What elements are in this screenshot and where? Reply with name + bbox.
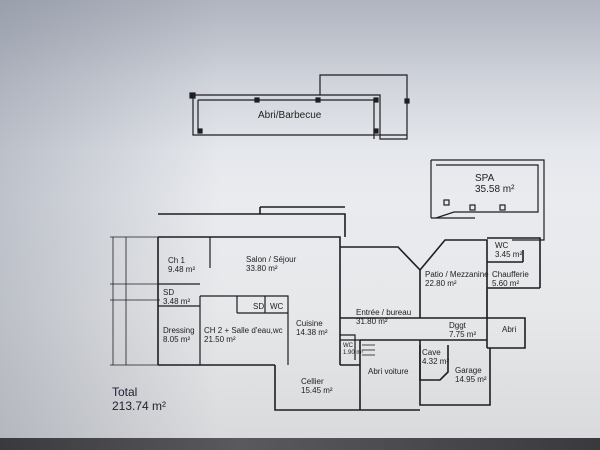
room-area-patio: 22.80 m² [425, 279, 457, 288]
room-label-wc-mid: WC [270, 302, 284, 311]
room-area-entree: 31.80 m² [356, 317, 388, 326]
room-area-wc-top: 3.45 m² [495, 250, 523, 259]
room-label-wc-top: WC [495, 241, 509, 250]
spa-outline [430, 159, 545, 241]
floor-plan-drawing [110, 74, 545, 411]
abri-barbecue-outline [189, 74, 410, 140]
room-area-spa: 35.58 m² [475, 184, 515, 195]
room-label-sd1: SD [163, 288, 175, 297]
room-label-cave: Cave [422, 348, 441, 357]
room-label-patio: Patio / Mezzanine [425, 270, 489, 279]
room-label-spa: SPA [475, 173, 495, 184]
room-label-abri: Abri [502, 325, 517, 334]
room-area-ch1: 9.48 m² [168, 265, 196, 274]
room-area-garage: 14.95 m² [455, 375, 487, 384]
total-value: 213.74 m² [112, 399, 167, 413]
room-label-ch1: Ch 1 [168, 256, 185, 265]
room-label-cellier: Cellier [301, 377, 324, 386]
shadow-overlay-top [0, 0, 600, 150]
room-area-wc-small: 1.90 m² [343, 350, 364, 356]
room-area-cave: 4.32 m² [422, 357, 450, 366]
total-area-block: Total 213.74 m² [112, 385, 166, 413]
room-label-salon: Salon / Séjour [246, 255, 297, 264]
room-label-entree: Entrée / bureau [356, 308, 412, 317]
main-building-walls [157, 206, 541, 411]
dimension-lines [110, 236, 160, 366]
room-label-dressing: Dressing [163, 326, 195, 335]
room-area-cellier: 15.45 m² [301, 386, 333, 395]
room-label-garage: Garage [455, 366, 482, 375]
table-edge [0, 438, 600, 450]
interior-partitions [158, 237, 488, 365]
room-area-salon: 33.80 m² [246, 264, 278, 273]
room-label-wc-small: WC [343, 343, 353, 349]
paper-sheet [0, 0, 600, 440]
room-area-cuisine: 14.38 m² [296, 328, 328, 337]
room-label-abri-voiture: Abri voiture [368, 367, 409, 376]
room-label-chaufferie: Chaufferie [492, 270, 529, 279]
shadow-overlay-left [0, 0, 220, 440]
room-area-dggt: 7.75 m² [449, 330, 477, 339]
room-area-ch2: 21.50 m² [204, 335, 236, 344]
room-label-ch2: CH 2 + Salle d'eau,wc [204, 326, 283, 335]
total-label: Total [112, 385, 138, 399]
room-area-sd1: 3.48 m² [163, 297, 191, 306]
room-label-cuisine: Cuisine [296, 319, 323, 328]
room-area-dressing: 8.05 m² [163, 335, 191, 344]
room-label-sd2: SD [253, 302, 265, 311]
stair-marks [362, 344, 375, 356]
room-label-dggt: Dggt [449, 321, 466, 330]
room-label-abri-barbecue: Abri/Barbecue [258, 110, 322, 121]
room-area-chaufferie: 5.60 m² [492, 279, 520, 288]
